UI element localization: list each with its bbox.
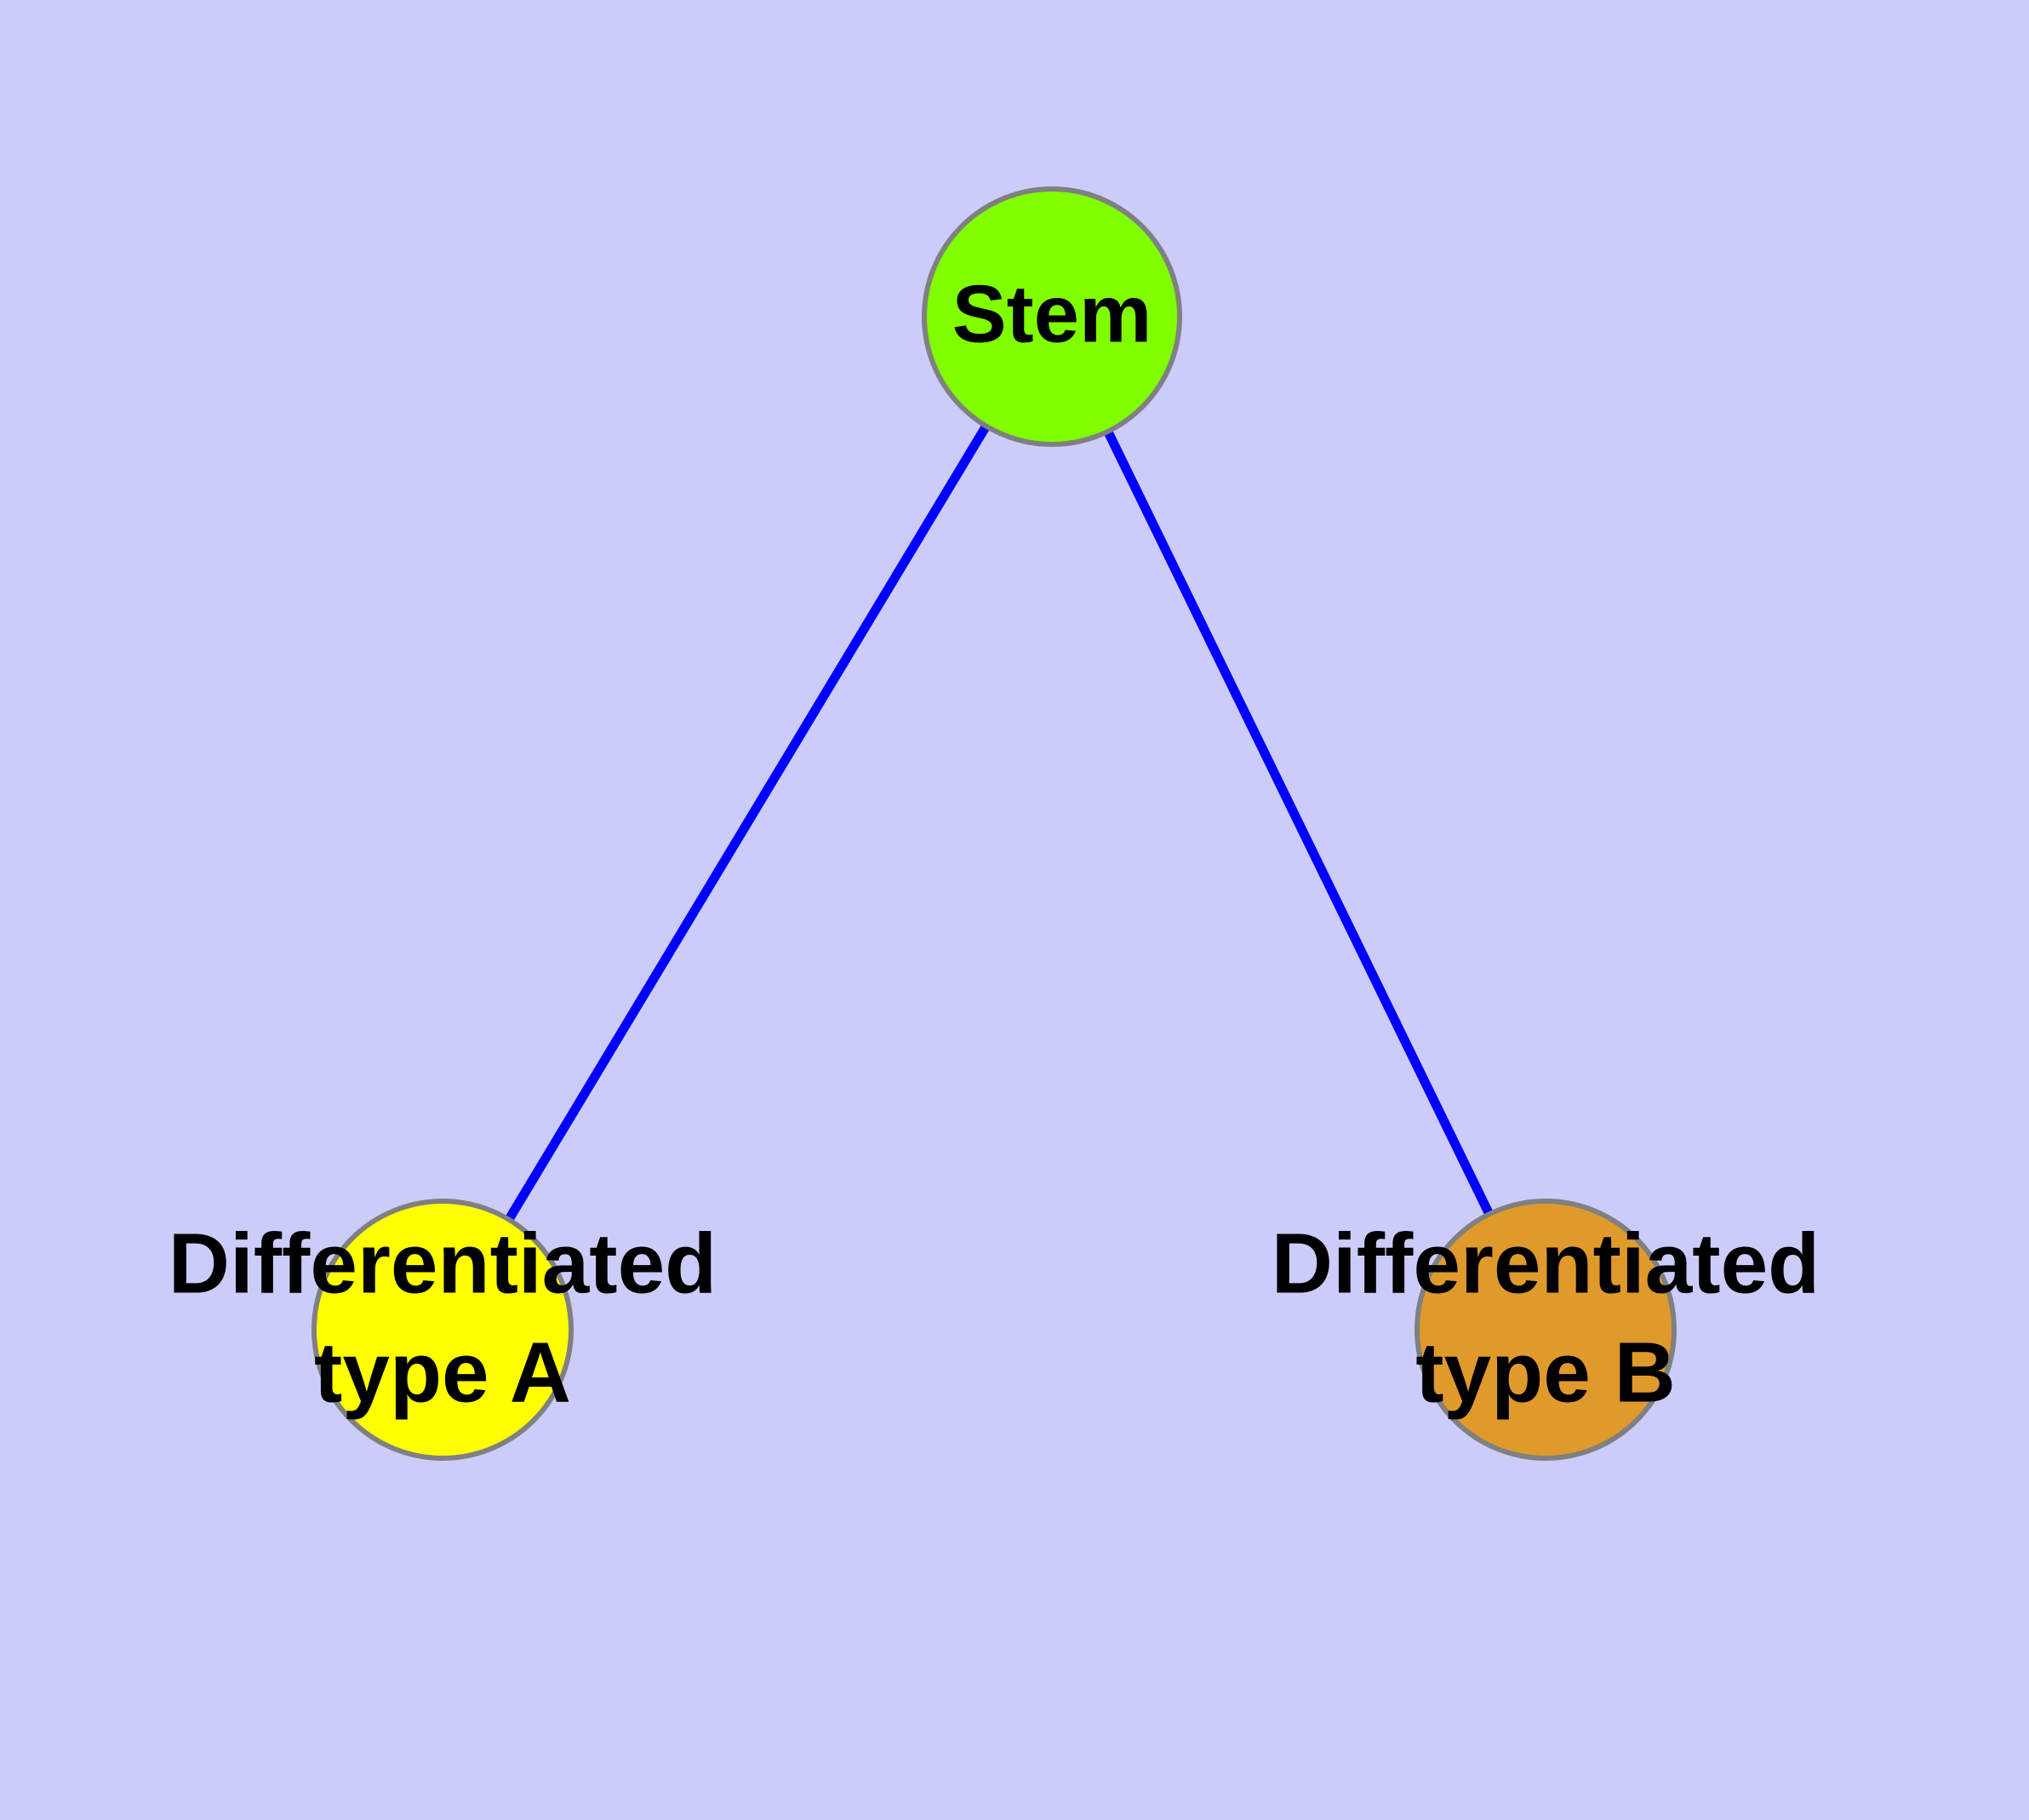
node-differentiated-type-b-label-line2: type B — [1415, 1325, 1676, 1420]
node-differentiated-type-b-label-line1: Differentiated — [1272, 1216, 1820, 1311]
node-stem[interactable] — [922, 186, 1182, 447]
labels-group: Stem Differentiated type A Differentiate… — [169, 268, 1820, 1420]
node-differentiated-type-a-label-line2: type A — [314, 1325, 571, 1420]
node-stem-label: Stem — [952, 268, 1152, 359]
nodes-group — [311, 186, 1677, 1461]
node-differentiated-type-b[interactable] — [1415, 1199, 1677, 1461]
edges-group — [438, 314, 1550, 1332]
node-differentiated-type-a[interactable] — [311, 1199, 574, 1461]
edge-stem-to-differentiated-type-b[interactable] — [1048, 314, 1550, 1332]
edge-stem-to-differentiated-type-a[interactable] — [438, 314, 1056, 1332]
node-differentiated-type-a-label-line1: Differentiated — [169, 1216, 717, 1311]
